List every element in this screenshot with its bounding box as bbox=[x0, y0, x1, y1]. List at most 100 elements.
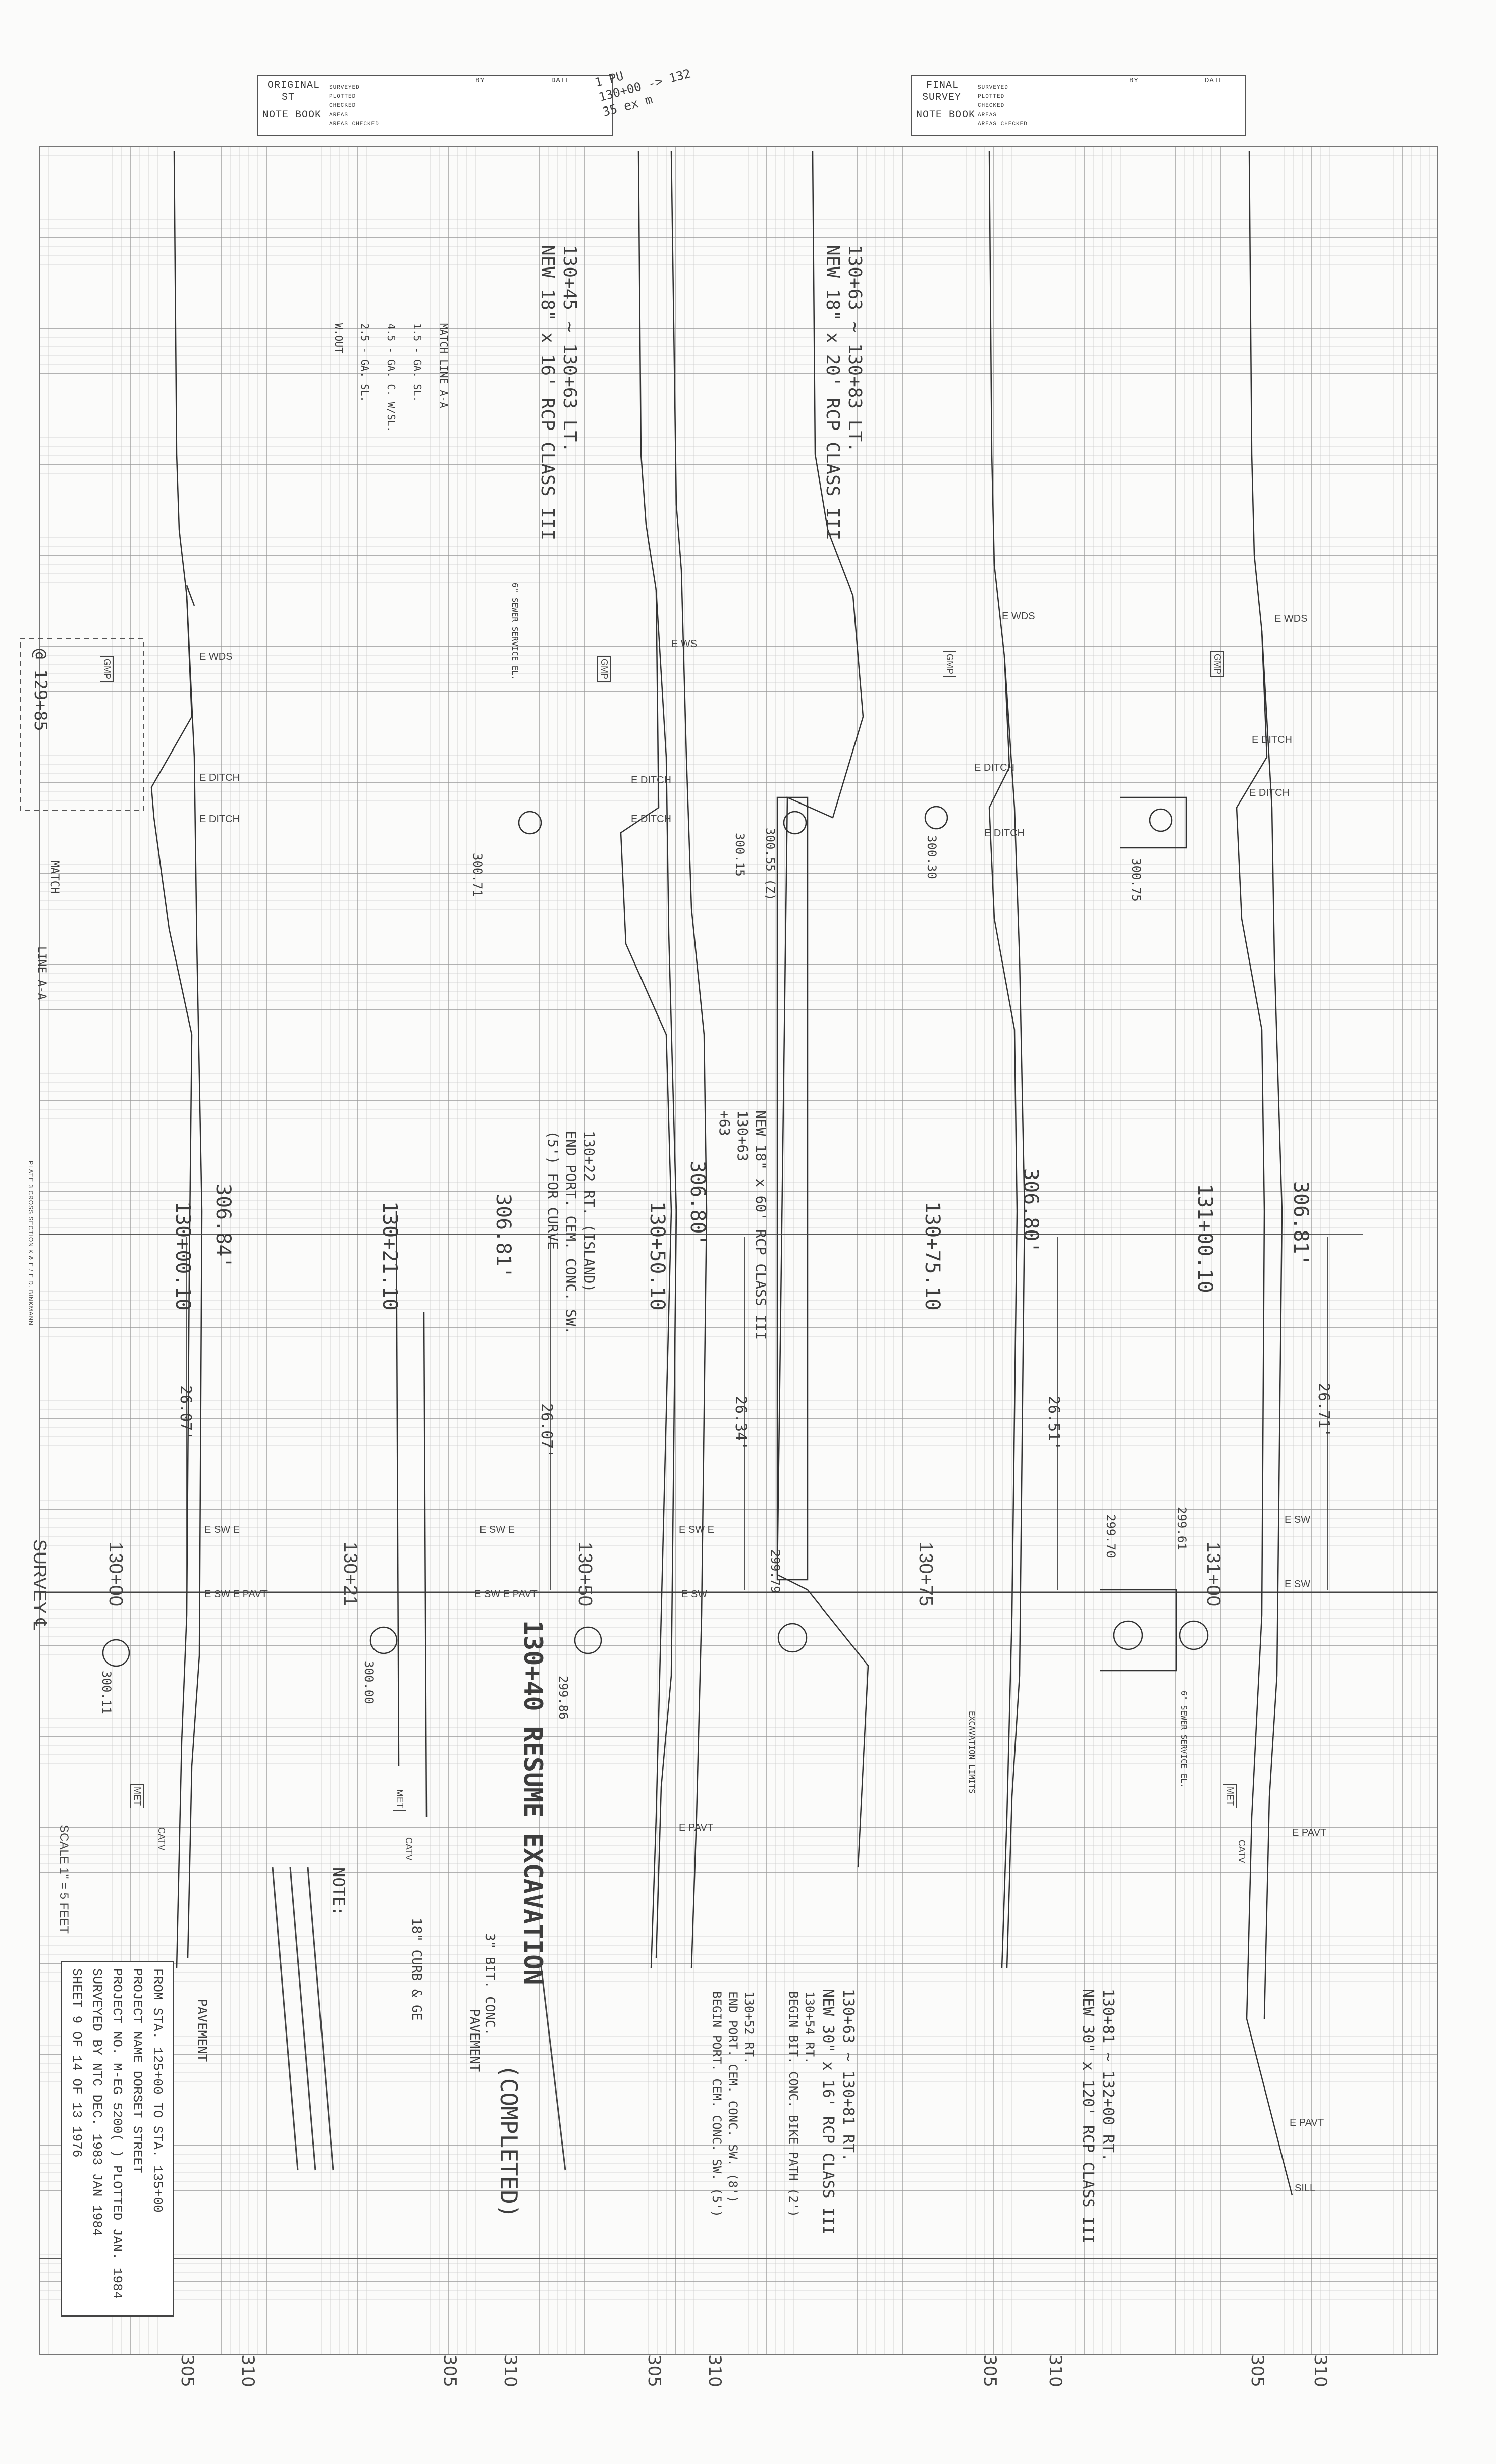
section-note-8: 130+54 RT. BEGIN BIT. CONC. BIKE PATH (2… bbox=[785, 1991, 818, 2217]
axis-label: 310 bbox=[705, 2354, 725, 2387]
elev-reading: 299.61 bbox=[1174, 1507, 1189, 1550]
elev-reading: 300.15 bbox=[733, 833, 747, 877]
axis-labels: 305 310 305 310 305 310 305 310 305 310 bbox=[177, 2354, 1330, 2387]
e-ws-label: E WS bbox=[671, 638, 698, 650]
met-tag: MET bbox=[1223, 1784, 1237, 1808]
e-sw-e-label: E SW E bbox=[204, 1524, 240, 1535]
header-row: CHECKED bbox=[978, 103, 1005, 109]
catv-tag: CATV bbox=[1237, 1840, 1247, 1863]
margin-text: PLATE 3 CROSS SECTION K & E / E.D. BINKM… bbox=[27, 1161, 34, 1326]
title-block-line: FROM STA. 125+00 TO STA. 135+00 bbox=[150, 1968, 165, 2213]
header-row: SURVEYED bbox=[329, 85, 360, 91]
station-centerline: 131+00.10 bbox=[1193, 1184, 1216, 1293]
header-box-final: FINAL SURVEY NOTE BOOK BY DATE SURVEYED … bbox=[911, 75, 1246, 136]
axis-label: 305 bbox=[177, 2354, 197, 2387]
struck-note bbox=[272, 1867, 566, 2171]
section-note-6: 130+63 ~ 130+81 RT. NEW 30" x 16' RCP CL… bbox=[818, 1989, 858, 2235]
axis-label: 310 bbox=[1310, 2354, 1330, 2387]
grid-border bbox=[39, 146, 1438, 2355]
manhole-9 bbox=[783, 811, 807, 835]
section-note-2: 130+63 ~ 130+83 LT. NEW 18" x 20' RCP CL… bbox=[821, 245, 866, 540]
gmp-tag: GMP bbox=[100, 656, 114, 682]
gmp-tag: GMP bbox=[1210, 651, 1224, 677]
pavement-label-2: PAVEMENT bbox=[194, 1999, 209, 2062]
station-centerline: 130+75.10 bbox=[921, 1201, 944, 1311]
elev-reading: 299.86 bbox=[556, 1676, 570, 1720]
note-line: (5') FOR CURVE bbox=[545, 1131, 561, 1250]
header-row: AREAS bbox=[329, 112, 349, 118]
survey-label: SURVEY ℄ bbox=[30, 1539, 50, 1630]
manhole-8 bbox=[518, 811, 542, 835]
e-pavt-label: E PAVT bbox=[1290, 2117, 1324, 2128]
station-elevation: 306.81' bbox=[492, 1194, 515, 1279]
header-box-original: ORIGINAL ST NOTE BOOK BY DATE SURVEYED P… bbox=[257, 75, 613, 136]
station-width: 26.71' bbox=[1315, 1383, 1332, 1438]
e-sw-e-label: E SW E bbox=[479, 1524, 515, 1535]
station-width: 26.07' bbox=[538, 1403, 555, 1458]
station-width: 26.34' bbox=[732, 1396, 750, 1451]
note-line: +63 bbox=[716, 1110, 733, 1136]
note-line: 130+22 RT. (ISLAND) bbox=[581, 1131, 598, 1293]
header-row: PLOTTED bbox=[329, 94, 356, 100]
e-sw-pavt-label: E SW E PAVT bbox=[474, 1589, 538, 1600]
detail-box bbox=[20, 638, 144, 811]
station-label: 130+21 bbox=[340, 1542, 361, 1606]
e-sw-pavt-label: E SW E PAVT bbox=[204, 1589, 268, 1600]
e-pavt-label: E PAVT bbox=[679, 1822, 714, 1833]
manhole-1 bbox=[102, 1639, 130, 1667]
e-wds-label: E WDS bbox=[1274, 613, 1308, 624]
line-aa-label: LINE A-A bbox=[35, 946, 48, 1000]
note-line: END PORT. CEM. CONC. SW. (8') bbox=[726, 1991, 740, 2203]
axis-label: 305 bbox=[644, 2354, 664, 2387]
manhole-3 bbox=[574, 1626, 602, 1654]
scale-label: SCALE 1" = 5 FEET bbox=[57, 1825, 71, 1934]
note-line: NEW 30" x 16' RCP CLASS III bbox=[819, 1989, 837, 2235]
e-ditch-label: E DITCH bbox=[199, 814, 240, 825]
profile-130-75 bbox=[988, 151, 1026, 1969]
section-note-3: MATCH LINE A-A 1.5 - GA. SL. 4.5 - GA. C… bbox=[326, 323, 457, 433]
gmp-tag: GMP bbox=[597, 656, 611, 682]
note-line: NEW 18" x 60' RCP CLASS III bbox=[753, 1110, 769, 1341]
e-wds-label: E WDS bbox=[199, 651, 233, 662]
elev-reading: 300.11 bbox=[99, 1671, 114, 1715]
station-label: 130+50 bbox=[574, 1542, 596, 1606]
bit-conc-label: 3" BIT. CONC. bbox=[482, 1933, 497, 2036]
e-ditch-label: E DITCH bbox=[1249, 787, 1290, 798]
manhole-7 bbox=[924, 806, 948, 830]
note-line: 2.5 - GA. SL. bbox=[359, 323, 371, 402]
note-line: W.OUT bbox=[333, 323, 345, 354]
e-ditch-label: E DITCH bbox=[199, 772, 240, 783]
pavement-label: PAVEMENT bbox=[467, 2009, 482, 2072]
note-line: 130+81 ~ 132+00 RT. bbox=[1099, 1989, 1117, 2162]
note-line: 4.5 - GA. C. W/SL. bbox=[385, 323, 397, 433]
elev-reading: 300.55 (Z) bbox=[763, 828, 777, 901]
station-width: 26.07' bbox=[177, 1385, 194, 1440]
manhole-6 bbox=[1179, 1620, 1209, 1650]
elev-reading: 300.75 bbox=[1129, 858, 1143, 902]
section-note-5: 130+22 RT. (ISLAND) END PORT. CEM. CONC.… bbox=[544, 1131, 598, 1335]
note-line: END PORT. CEM. CONC. SW. bbox=[563, 1131, 579, 1335]
header-row: SURVEYED bbox=[978, 85, 1008, 91]
profile-130-50 bbox=[670, 151, 869, 1969]
header-row: CHECKED bbox=[329, 103, 356, 109]
station-elevation: 306.80' bbox=[686, 1161, 709, 1246]
header-row: AREAS CHECKED bbox=[978, 121, 1028, 127]
elev-reading: 300.30 bbox=[925, 835, 939, 879]
station-centerline: 130+50.10 bbox=[646, 1201, 669, 1311]
header-box-date: DATE bbox=[1205, 77, 1224, 85]
profile-130-21 bbox=[395, 151, 677, 1969]
note-line: BEGIN BIT. CONC. BIKE PATH (2') bbox=[786, 1991, 800, 2217]
profile-131-00 bbox=[1100, 151, 1293, 2196]
e-sw-e-label: E SW E bbox=[679, 1524, 715, 1535]
elev-reading: 300.71 bbox=[470, 853, 485, 897]
title-block-line: PROJECT NAME DORSET STREET bbox=[130, 1968, 145, 2173]
header-box-title: FINAL bbox=[926, 80, 959, 91]
title-block: FROM STA. 125+00 TO STA. 135+00 PROJECT … bbox=[61, 1961, 174, 2317]
header-box-notebook: NOTE BOOK bbox=[916, 109, 976, 121]
header-row: AREAS bbox=[978, 112, 997, 118]
station-elevation: 306.81' bbox=[1289, 1181, 1312, 1266]
note-label: NOTE: bbox=[329, 1867, 348, 1916]
sewer-service-label: 6" SEWER SERVICE EL. bbox=[510, 583, 520, 680]
